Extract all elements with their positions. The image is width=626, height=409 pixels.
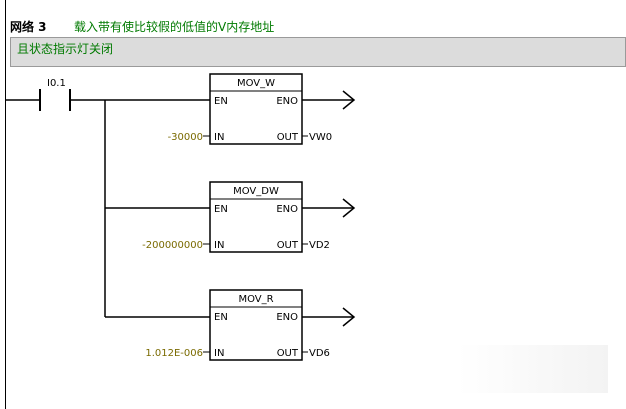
network-comment-box[interactable]: 且状态指示灯关闭 — [10, 37, 626, 67]
eno-pin-label: ENO — [276, 312, 298, 323]
out-pin-label: OUT — [277, 348, 299, 359]
contact-label: I0.1 — [47, 78, 66, 89]
power-rail — [5, 0, 6, 409]
en-pin-label: EN — [214, 96, 228, 107]
mov-w-block[interactable] — [209, 73, 303, 145]
in-operand[interactable]: 1.012E-006 — [145, 348, 203, 359]
in-pin-label: IN — [214, 348, 224, 359]
out-operand[interactable]: VW0 — [309, 132, 332, 143]
network-label[interactable]: 网络 3 — [10, 20, 47, 34]
block-title: MOV_W — [237, 78, 275, 89]
block-title: MOV_R — [238, 294, 273, 305]
network-comment-text: 且状态指示灯关闭 — [17, 42, 114, 56]
mov-r-block[interactable] — [209, 289, 303, 361]
in-pin-label: IN — [214, 240, 224, 251]
out-pin-label: OUT — [277, 240, 299, 251]
eno-pin-label: ENO — [276, 204, 298, 215]
eno-pin-label: ENO — [276, 96, 298, 107]
en-pin-label: EN — [214, 312, 228, 323]
arrow-icon — [342, 198, 356, 218]
in-pin-label: IN — [214, 132, 224, 143]
block-title: MOV_DW — [233, 186, 279, 197]
en-pin-label: EN — [214, 204, 228, 215]
arrow-icon — [342, 307, 356, 327]
network-title-comment[interactable]: 载入带有使比较假的低值的V内存地址 — [74, 20, 275, 34]
normally-open-contact[interactable] — [39, 89, 71, 111]
out-pin-label: OUT — [277, 132, 299, 143]
mov-dw-block[interactable] — [209, 181, 303, 253]
in-operand[interactable]: -200000000 — [142, 240, 203, 251]
arrow-icon — [342, 90, 356, 110]
out-operand[interactable]: VD2 — [309, 240, 330, 251]
out-operand[interactable]: VD6 — [309, 348, 330, 359]
in-operand[interactable]: -30000 — [168, 132, 203, 143]
watermark-area — [458, 345, 608, 393]
